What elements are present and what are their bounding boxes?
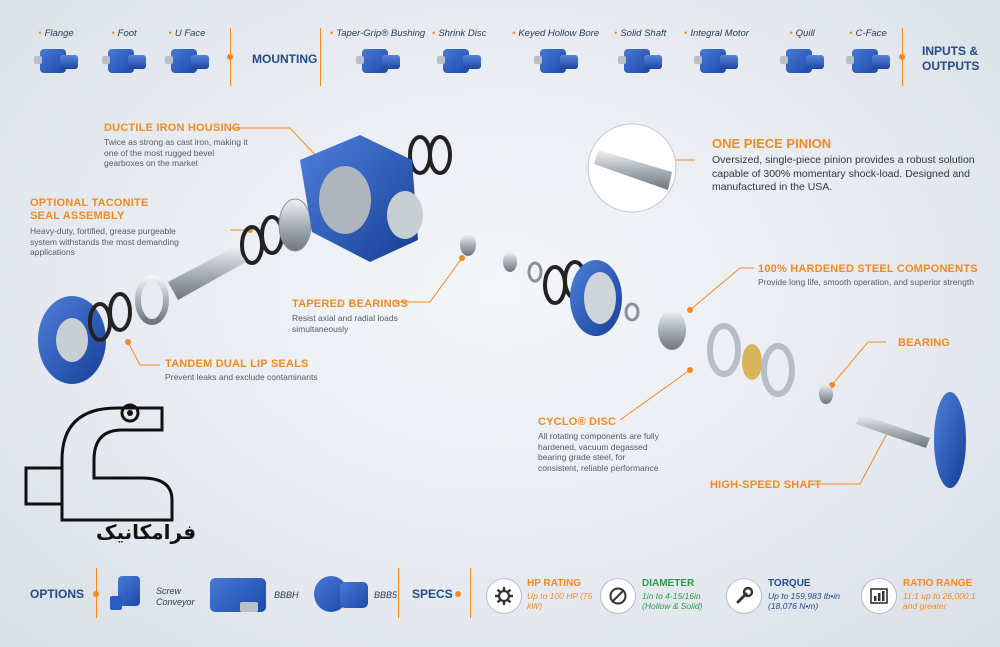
io-integral-motor[interactable]: Integral Motor bbox=[684, 28, 749, 75]
bbbh-label: BBBH bbox=[274, 590, 299, 600]
pinion-callout-title: ONE PIECE PINION bbox=[712, 136, 832, 151]
io-quill[interactable]: Quill bbox=[780, 28, 824, 75]
housing-callout-desc: Twice as strong as cast iron, making it … bbox=[104, 137, 248, 168]
io-taper-grip-label: Taper-Grip® Bushing bbox=[330, 28, 425, 39]
io-solid-shaft-label: Solid Shaft bbox=[614, 28, 666, 39]
mounting-divider-right bbox=[320, 28, 321, 86]
ratio-range-value: 11:1 up to 26,000:1 and greater bbox=[903, 591, 976, 611]
mounting-flange-label: Flange bbox=[34, 28, 78, 39]
hp-rating-value: Up to 100 HP (75 kW) bbox=[527, 591, 593, 611]
mounting-u-face[interactable]: U Face bbox=[165, 28, 209, 75]
io-taper-grip[interactable]: Taper-Grip® Bushing bbox=[330, 28, 425, 75]
specs-dot bbox=[455, 591, 461, 597]
specs-title: SPECS bbox=[412, 587, 453, 601]
bbbh-image[interactable] bbox=[210, 572, 270, 616]
cyclo-callout-title: CYCLO® DISC bbox=[538, 416, 617, 428]
housing-callout-title: DUCTILE IRON HOUSING bbox=[104, 122, 241, 134]
quill-gearbox-image bbox=[780, 45, 824, 75]
io-integral-motor-label: Integral Motor bbox=[684, 28, 749, 39]
io-keyed-hollow-bore-label: Keyed Hollow Bore bbox=[512, 28, 599, 39]
bbb5-image[interactable] bbox=[312, 572, 372, 616]
foot-gearbox-image bbox=[102, 45, 146, 75]
hardened-callout-title: 100% HARDENED STEEL COMPONENTS bbox=[758, 263, 978, 275]
options-title: OPTIONS bbox=[30, 587, 85, 601]
io-solid-shaft[interactable]: Solid Shaft bbox=[614, 28, 666, 75]
taconite-callout-desc: Heavy-duty, fortified, grease purgeable … bbox=[30, 226, 179, 257]
flange-gearbox-image bbox=[34, 45, 78, 75]
ratio-range-title: RATIO RANGE bbox=[903, 578, 973, 589]
mounting-foot[interactable]: Foot bbox=[102, 28, 146, 75]
torque-value: Up to 159,983 lb•in (18,076 N•m) bbox=[768, 591, 840, 611]
company-logo bbox=[24, 403, 174, 522]
logo-text: فرامکانیک bbox=[96, 520, 197, 544]
diameter-icon bbox=[600, 578, 636, 614]
integral-motor-gearbox-image bbox=[694, 45, 739, 75]
gear-icon bbox=[486, 578, 522, 614]
options-divider bbox=[96, 568, 97, 618]
io-shrink-disc-label: Shrink Disc bbox=[432, 28, 486, 39]
diameter-value: 1in to 4-15/16in (Hollow & Solid) bbox=[642, 591, 703, 611]
taconite-callout-title: OPTIONAL TACONITE SEAL ASSEMBLY bbox=[30, 197, 149, 222]
tapered-callout-desc: Resist axial and radial loads simultaneo… bbox=[292, 313, 398, 334]
specs-divider-right bbox=[470, 568, 471, 618]
shaft-callout-title: HIGH-SPEED SHAFT bbox=[710, 479, 822, 491]
io-keyed-hollow-bore[interactable]: Keyed Hollow Bore bbox=[512, 28, 599, 75]
seals-callout-title: TANDEM DUAL LIP SEALS bbox=[165, 358, 309, 370]
screw-conveyor-label: Screw Conveyor bbox=[156, 586, 195, 607]
tapered-callout-title: TAPERED BEARINGS bbox=[292, 298, 409, 310]
keyed-hollow-bore-gearbox-image bbox=[533, 45, 578, 75]
io-c-face[interactable]: C-Face bbox=[846, 28, 890, 75]
io-shrink-disc[interactable]: Shrink Disc bbox=[432, 28, 486, 75]
torque-title: TORQUE bbox=[768, 578, 811, 589]
seals-callout-desc: Prevent leaks and exclude contaminants bbox=[165, 372, 318, 382]
bearing-callout-title: BEARING bbox=[898, 337, 951, 349]
screw-conveyor-image[interactable] bbox=[110, 572, 150, 616]
taper-grip-gearbox-image bbox=[355, 45, 400, 75]
u-face-gearbox-image bbox=[165, 45, 209, 75]
hardened-callout-desc: Provide long life, smooth operation, and… bbox=[758, 277, 974, 287]
solid-shaft-gearbox-image bbox=[618, 45, 663, 75]
shrink-disc-gearbox-image bbox=[437, 45, 482, 75]
bar-chart-icon bbox=[861, 578, 897, 614]
mounting-flange[interactable]: Flange bbox=[34, 28, 78, 75]
pinion-callout-desc: Oversized, single-piece pinion provides … bbox=[712, 154, 975, 193]
io-quill-label: Quill bbox=[780, 28, 824, 39]
mounting-title: MOUNTING bbox=[252, 52, 318, 66]
io-dot bbox=[899, 54, 905, 60]
bbb5-label: BBB5 bbox=[374, 590, 398, 600]
io-title: INPUTS & OUTPUTS bbox=[922, 44, 980, 73]
mounting-foot-label: Foot bbox=[102, 28, 146, 39]
mounting-u-face-label: U Face bbox=[165, 28, 209, 39]
c-face-gearbox-image bbox=[846, 45, 890, 75]
io-c-face-label: C-Face bbox=[846, 28, 890, 39]
hp-rating-title: HP RATING bbox=[527, 578, 582, 589]
diameter-title: DIAMETER bbox=[642, 578, 695, 589]
wrench-icon bbox=[726, 578, 762, 614]
mounting-dot bbox=[227, 54, 233, 60]
specs-divider bbox=[398, 568, 399, 618]
cyclo-callout-desc: All rotating components are fully harden… bbox=[538, 431, 659, 473]
